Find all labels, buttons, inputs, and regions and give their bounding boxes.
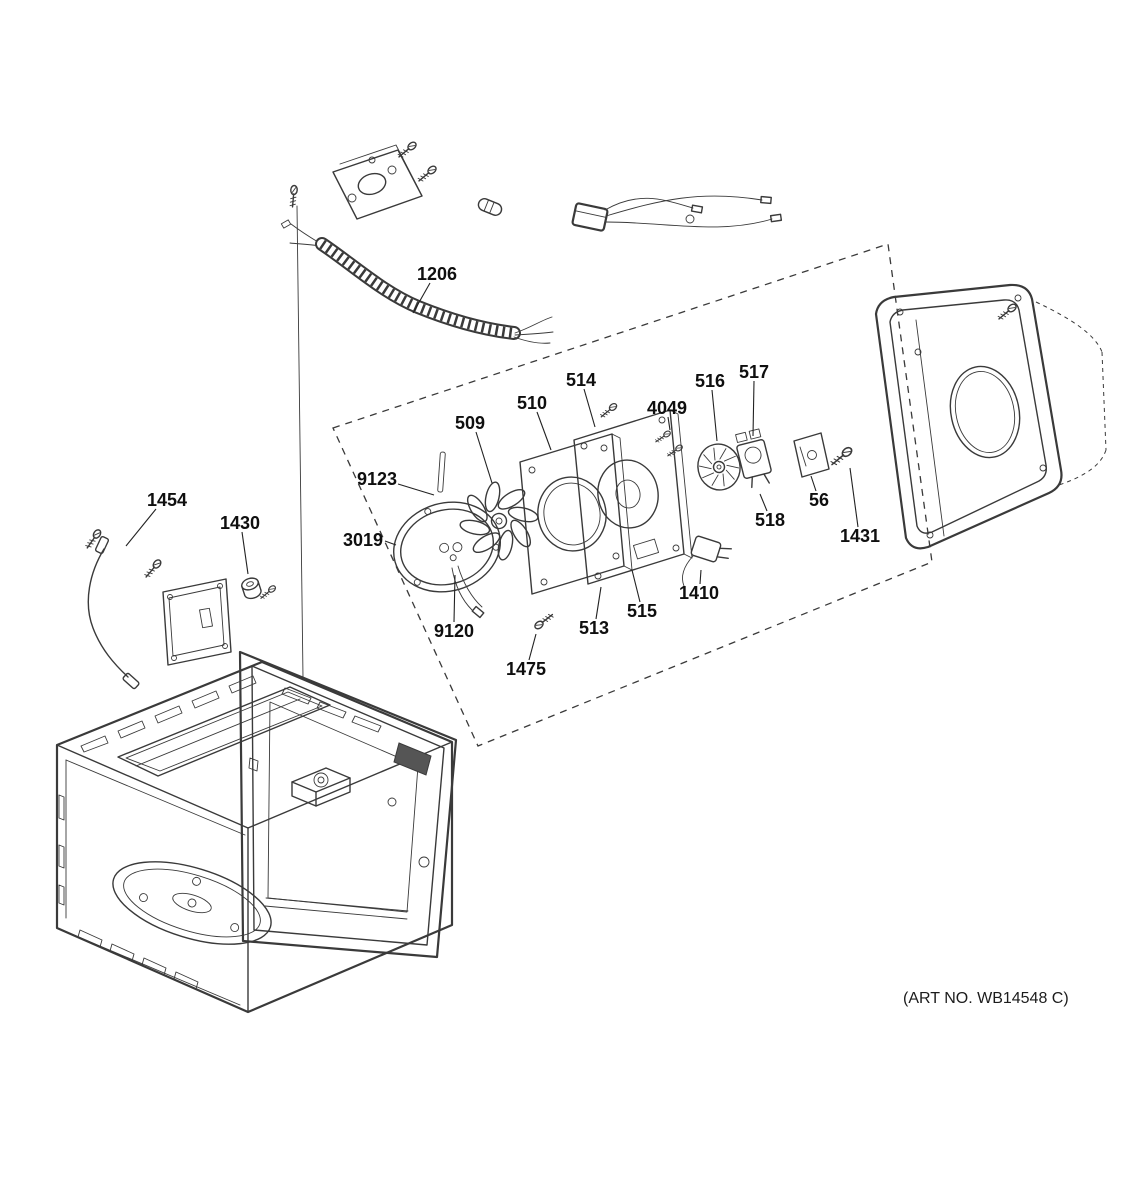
long-screw-drawing: [288, 184, 304, 679]
callout-518: 518: [755, 493, 785, 530]
callout-label: 4049: [647, 398, 687, 418]
bracket-56-drawing: [793, 432, 830, 478]
callout-label: 1454: [147, 490, 187, 510]
callout-510: 510: [517, 393, 552, 451]
callout-label: 513: [579, 618, 609, 638]
callout-515: 515: [627, 569, 657, 621]
callout-leader: [241, 531, 249, 575]
callout-leader: [475, 431, 493, 484]
callout-9123: 9123: [357, 469, 435, 496]
callout-1475: 1475: [506, 633, 546, 679]
front-frame-drawing: [238, 650, 458, 959]
callout-514: 514: [566, 370, 596, 428]
callout-leader: [752, 380, 755, 437]
callout-1430: 1430: [220, 513, 260, 575]
callout-leader: [849, 467, 859, 528]
callout-leader: [125, 508, 157, 547]
oven-cavity-drawing: [55, 660, 454, 1014]
top-bracket-drawing: [332, 139, 439, 220]
callout-516: 516: [695, 371, 725, 442]
dashed-boundary: [332, 243, 933, 747]
callout-4049: 4049: [647, 398, 687, 431]
art-number: (ART NO. WB14548 C): [903, 990, 1069, 1007]
callout-label: 514: [566, 370, 596, 390]
callout-517: 517: [739, 362, 769, 437]
grommet-screw-drawing: [258, 583, 278, 601]
callout-56: 56: [809, 475, 829, 510]
callout-leader: [810, 475, 817, 492]
callout-9120: 9120: [434, 574, 474, 641]
callouts-layer: 1206 514 510 509 4049 516 517 9123 3019 56 518 1431…: [125, 264, 880, 679]
outer-plate-drawing: [573, 401, 693, 585]
callout-leader: [453, 574, 456, 623]
callout-label: 518: [755, 510, 785, 530]
callout-leader: [528, 633, 537, 661]
callout-label: 9120: [434, 621, 474, 641]
callout-leader: [583, 388, 596, 428]
callout-label: 515: [627, 601, 657, 621]
stirrer-fan-drawing: [459, 481, 539, 561]
motor-fan-drawing: [697, 443, 741, 491]
callout-label: 56: [809, 490, 829, 510]
callout-1454: 1454: [125, 490, 187, 547]
grommet-1430-drawing: [241, 577, 262, 600]
callout-leader: [667, 416, 671, 431]
callout-leader: [759, 493, 768, 512]
callout-label: 3019: [343, 530, 383, 550]
callout-leader: [412, 282, 431, 314]
side-panel-drawing: [162, 578, 232, 666]
callout-label: 1431: [840, 526, 880, 546]
callout-leader: [631, 569, 641, 603]
callout-leader: [711, 389, 718, 442]
inner-plate-drawing: [519, 433, 633, 595]
callout-1410: 1410: [679, 569, 719, 603]
rear-panel-drawing: [874, 283, 1107, 550]
wire-loom-drawing: [280, 219, 554, 344]
callout-1206: 1206: [412, 264, 457, 314]
screw-1431-drawing: [828, 445, 855, 469]
callout-3019: 3019: [343, 530, 397, 550]
callout-label: 509: [455, 413, 485, 433]
callout-1431: 1431: [840, 467, 880, 546]
callout-leader: [384, 540, 397, 546]
callout-509: 509: [455, 413, 493, 484]
fan-ring-drawing: [392, 451, 502, 619]
cable-1454-drawing: [83, 527, 164, 690]
callout-label: 517: [739, 362, 769, 382]
callout-label: 516: [695, 371, 725, 391]
screws-4049-drawing: [653, 429, 684, 459]
callout-label: 510: [517, 393, 547, 413]
thermostat-drawing: [735, 428, 772, 489]
callout-label: 1475: [506, 659, 546, 679]
capsule-part-drawing: [477, 198, 503, 216]
screw-1475-drawing: [532, 611, 556, 631]
callout-label: 1430: [220, 513, 260, 533]
wire-harness-drawing: [571, 195, 783, 232]
power-cord-drawing: [682, 535, 732, 587]
callout-label: 1410: [679, 583, 719, 603]
callout-leader: [595, 586, 602, 620]
callout-leader: [536, 411, 552, 451]
callout-leader: [699, 569, 702, 585]
callout-513: 513: [579, 586, 609, 638]
callout-leader: [397, 483, 435, 496]
callout-label: 1206: [417, 264, 457, 284]
callout-label: 9123: [357, 469, 397, 489]
